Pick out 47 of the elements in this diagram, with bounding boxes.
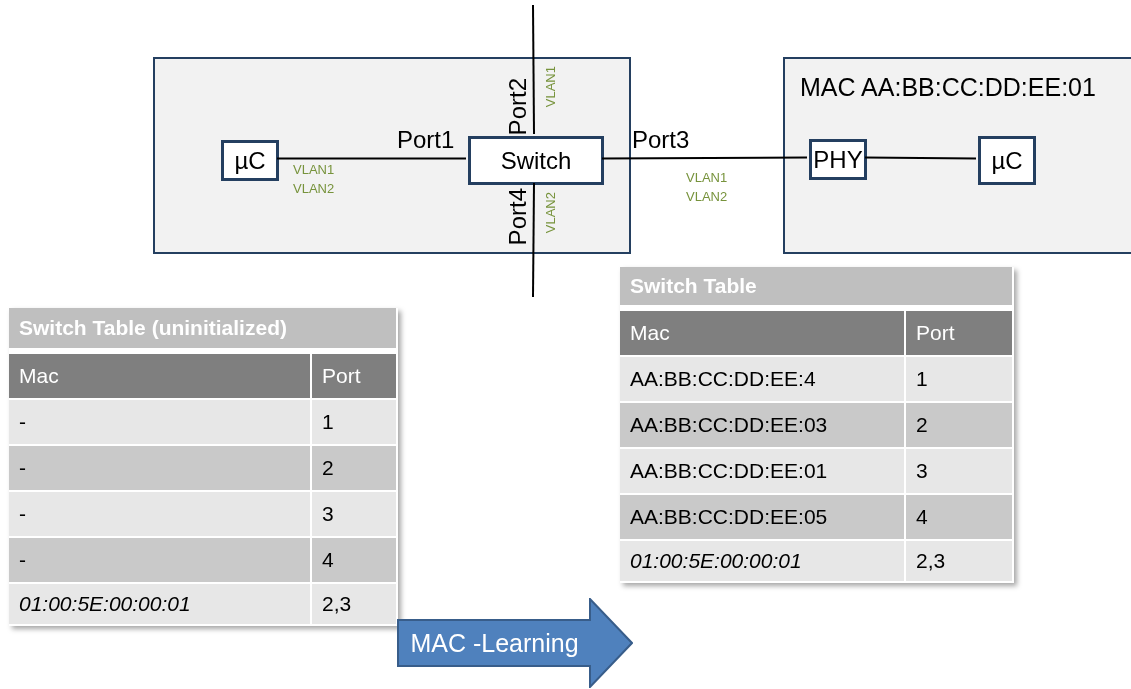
table-cell: 01:00:5E:00:00:01 <box>620 541 906 583</box>
edge-label: VLAN1 VLAN2 <box>293 161 336 198</box>
table-cell: 4 <box>312 538 398 584</box>
connector-line <box>601 156 808 160</box>
table-cell: 1 <box>312 400 398 446</box>
table-title: Switch Table <box>620 267 1014 307</box>
table-cell: 3 <box>312 492 398 538</box>
port-label: Port3 <box>632 127 690 153</box>
edge-label: VLAN1 VLAN2 <box>686 169 729 206</box>
column-header: Port <box>906 311 1014 357</box>
port-label: Port2 <box>505 78 531 136</box>
connector-line <box>532 4 535 135</box>
table-cell: 3 <box>906 449 1014 495</box>
table-cell: 2,3 <box>312 584 398 626</box>
column-header: Mac <box>9 354 312 400</box>
port-label: Port1 <box>397 127 455 153</box>
connector-line <box>864 156 977 160</box>
edge-label: VLAN1 <box>542 66 559 108</box>
table-cell: 2 <box>906 403 1014 449</box>
device-title: MAC AA:BB:CC:DD:EE:01 <box>800 73 1096 102</box>
table-cell: - <box>9 446 312 492</box>
table-cell: AA:BB:CC:DD:EE:4 <box>620 357 906 403</box>
table-cell: - <box>9 400 312 446</box>
table-cell: - <box>9 492 312 538</box>
table-cell: AA:BB:CC:DD:EE:05 <box>620 495 906 541</box>
table-cell: 4 <box>906 495 1014 541</box>
component-box: µC <box>978 136 1036 185</box>
table-title: Switch Table (uninitialized) <box>9 308 398 350</box>
table-cell: 1 <box>906 357 1014 403</box>
column-header: Mac <box>620 311 906 357</box>
connector-line <box>532 182 535 298</box>
component-box: PHY <box>809 139 867 180</box>
table-cell: AA:BB:CC:DD:EE:01 <box>620 449 906 495</box>
connector-line <box>276 157 467 160</box>
column-header: Port <box>312 354 398 400</box>
component-box: Switch <box>468 136 604 185</box>
table-cell: - <box>9 538 312 584</box>
table-cell: 2 <box>312 446 398 492</box>
device-box <box>153 57 631 254</box>
block-arrow: MAC -Learning <box>397 598 633 688</box>
table-cell: 01:00:5E:00:00:01 <box>9 584 312 626</box>
edge-label: VLAN2 <box>542 192 559 234</box>
port-label: Port4 <box>505 188 531 246</box>
table-cell: 2,3 <box>906 541 1014 583</box>
component-box: µC <box>221 140 279 181</box>
table-cell: AA:BB:CC:DD:EE:03 <box>620 403 906 449</box>
device-box <box>783 57 1131 254</box>
